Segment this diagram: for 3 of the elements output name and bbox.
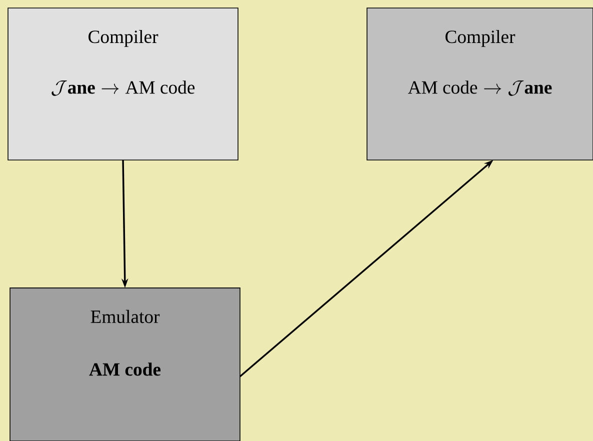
process-box: Emulator AM code — [10, 288, 240, 441]
process-box: Compiler $\mathrm{AM\ code} \to \mathcal{J}\mathbf{ane}$ — [366, 8, 593, 160]
process-box: Compiler $\mathcal{J}\mathbf{ane} \to \mathrm{AM\ code}$ — [8, 8, 238, 160]
